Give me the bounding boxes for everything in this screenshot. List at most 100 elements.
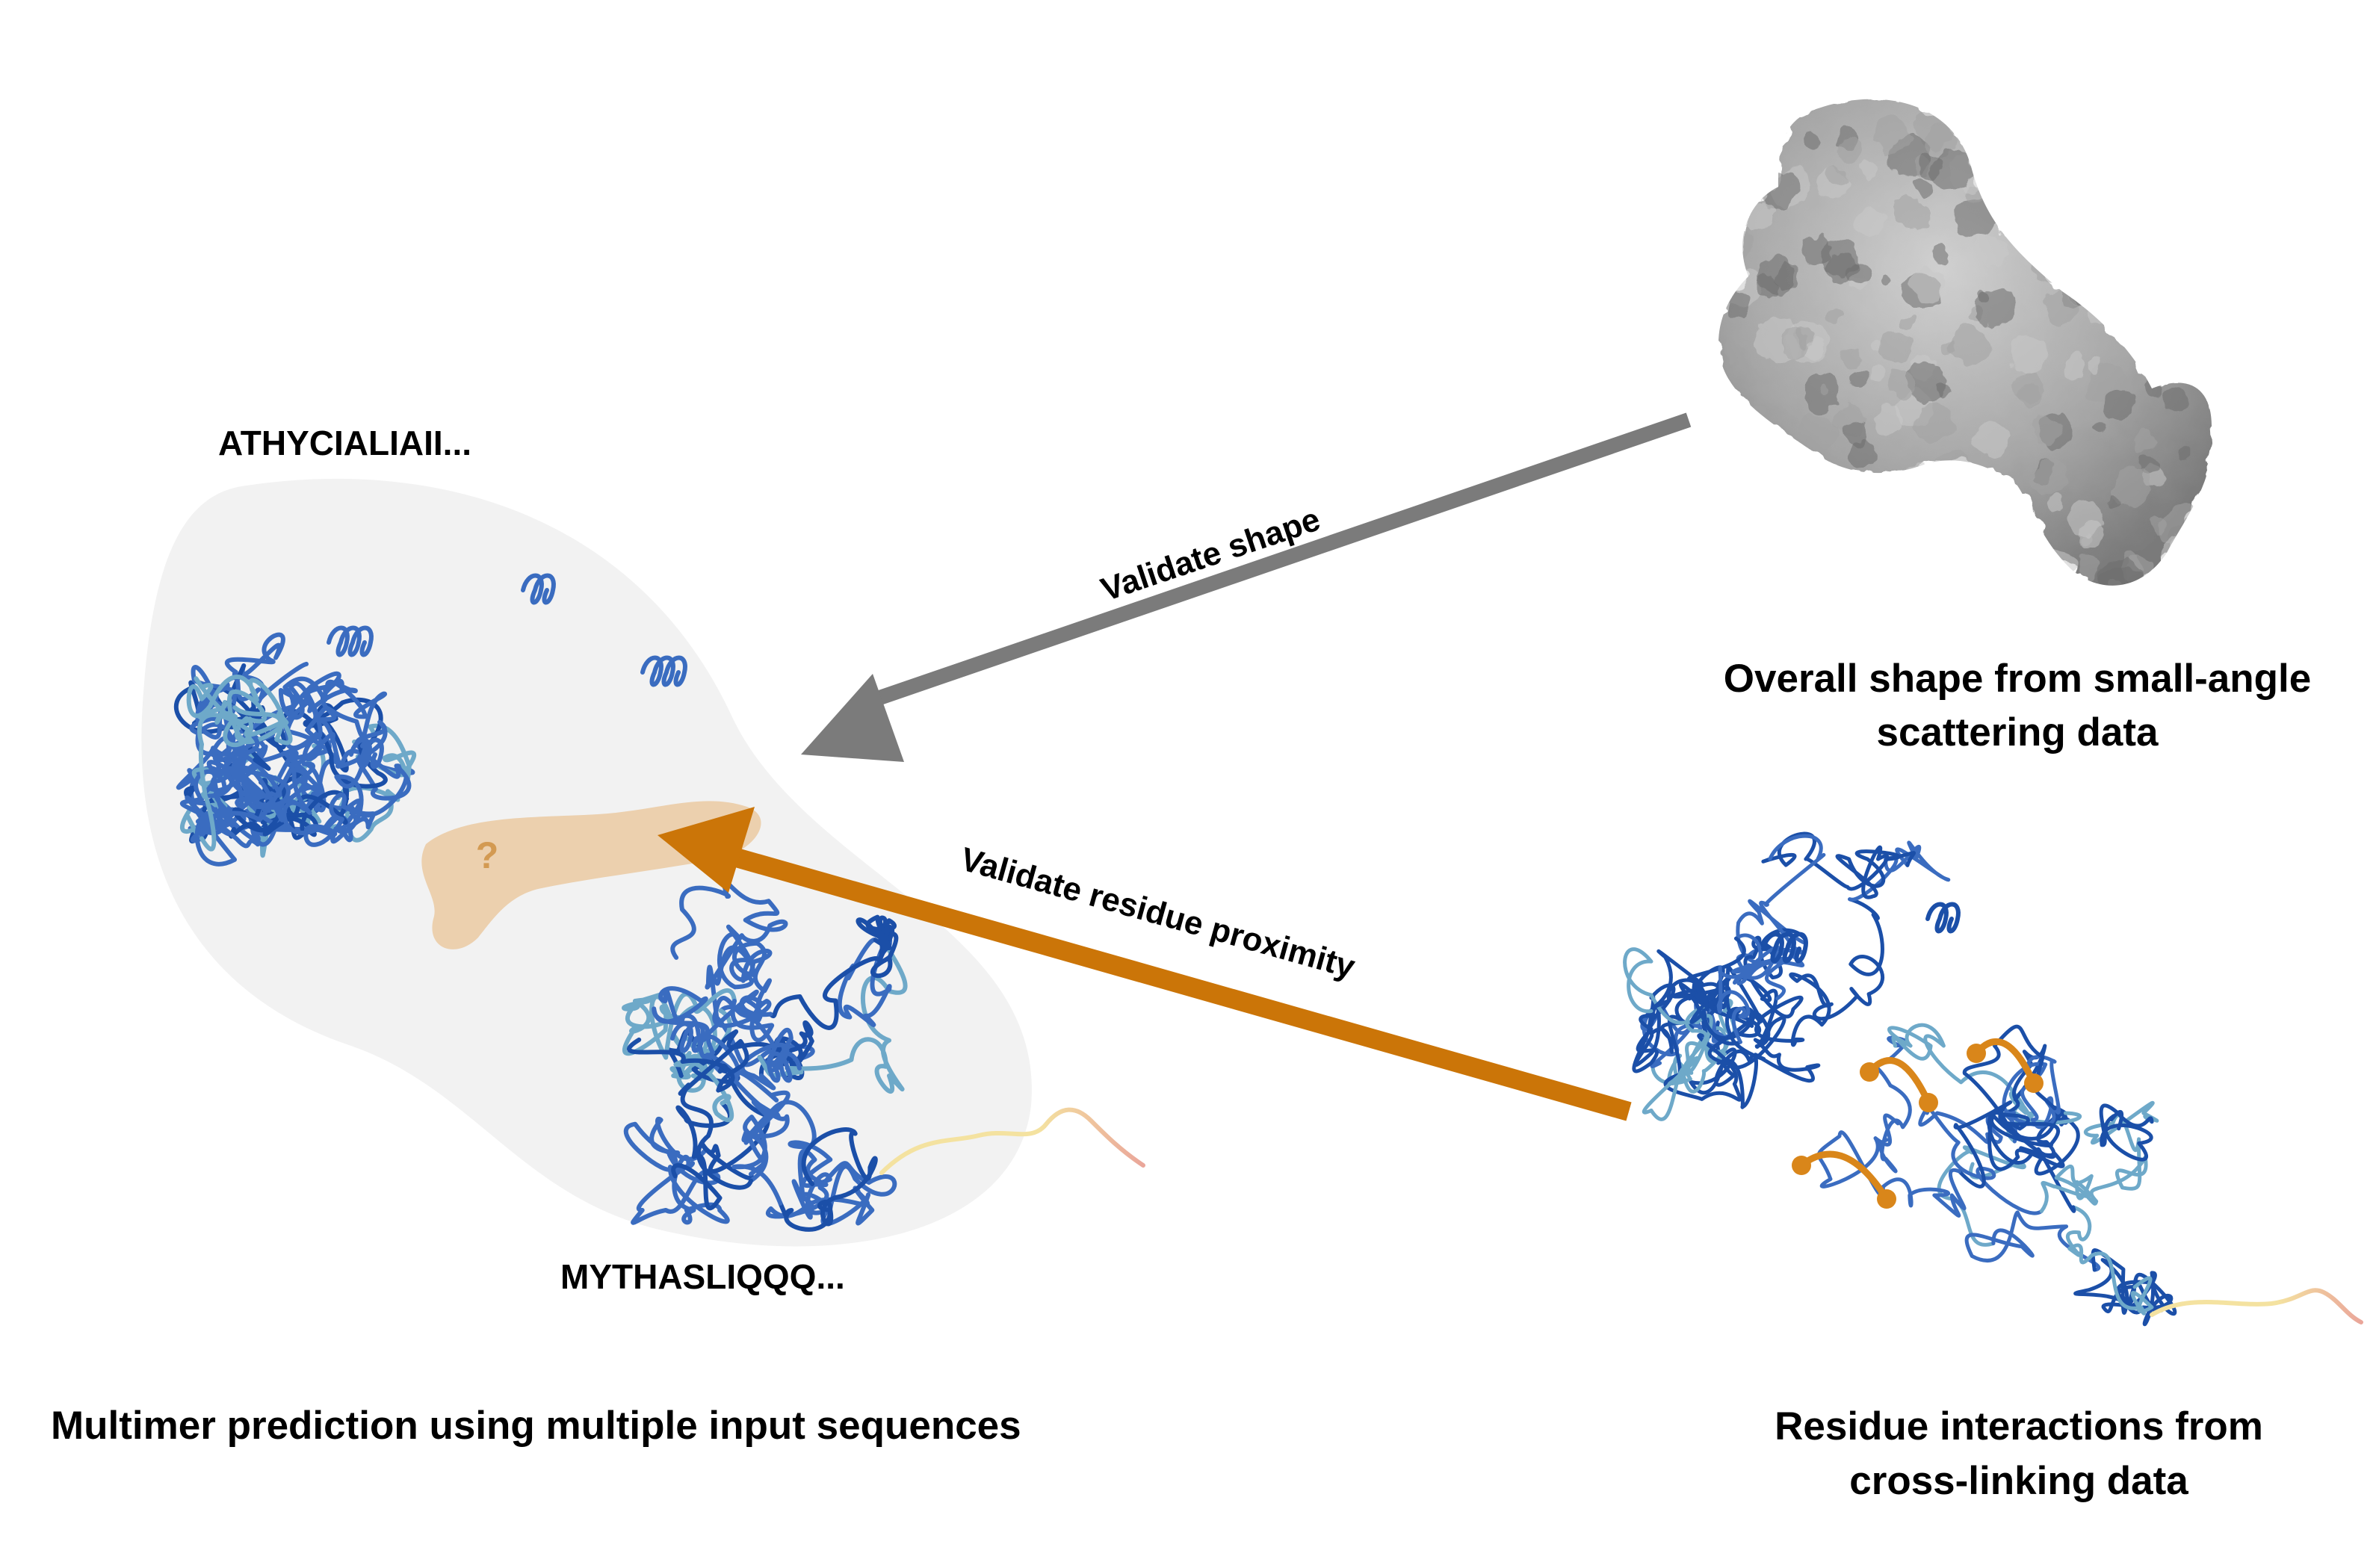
backbone-segment (282, 732, 338, 837)
backbone-segment (1816, 1113, 1900, 1197)
surface-bump (1723, 228, 1753, 258)
surface-bump (1758, 509, 1781, 533)
backbone-segment (1632, 983, 1676, 1073)
crosslink-arc (1799, 1150, 1890, 1201)
surface-bump (1909, 485, 1924, 500)
surface-bump (2037, 548, 2074, 585)
surface-bump (2070, 171, 2093, 193)
surface-bump (1828, 253, 1857, 282)
surface-bump (1779, 328, 1810, 359)
surface-bump (1729, 554, 1761, 586)
surface-bump (2034, 198, 2068, 232)
surface-bump (1816, 524, 1844, 552)
crosslink-residue-dot (1967, 1044, 1986, 1063)
surface-bump (2061, 356, 2084, 378)
backbone-segment (1964, 1210, 2101, 1272)
backbone-segment (622, 999, 734, 1123)
helix-segment (349, 737, 384, 769)
backbone-segment (766, 1148, 871, 1220)
orange-arrow-head (658, 807, 755, 893)
surface-bump (1796, 509, 1831, 544)
backbone-segment (206, 734, 309, 811)
multimer-caption: Multimer prediction using multiple input… (51, 1404, 1021, 1448)
backbone-segment (1789, 897, 1885, 1027)
surface-bump (1775, 264, 1800, 289)
backbone-segment (1887, 1023, 2019, 1113)
surface-bump (1839, 420, 1868, 448)
orange-arrow-shaft (726, 846, 1632, 1121)
backbone-segment (209, 777, 288, 831)
surface-bump (1837, 137, 1863, 164)
helix-segment (670, 1021, 705, 1053)
surface-bump (1721, 338, 1745, 363)
surface-bump (2080, 227, 2119, 267)
crosslink-caption-line1: Residue interactions from (1775, 1404, 2263, 1448)
surface-bump (2099, 302, 2120, 323)
helix-segment (327, 625, 374, 657)
surface-bump (1909, 266, 1946, 303)
surface-bump (1897, 508, 1932, 542)
interface-question-mark: ? (476, 834, 499, 876)
backbone-segment (778, 1127, 878, 1232)
surface-bump (2044, 291, 2078, 324)
surface-bump (1751, 99, 1788, 136)
backbone-segment (699, 1064, 770, 1180)
surface-bump (2064, 208, 2079, 223)
surface-bump (1931, 149, 1973, 191)
crosslink-markers (1792, 1038, 2044, 1209)
surface-bump (2013, 371, 2044, 403)
surface-bump (1975, 285, 2017, 327)
surface-bump (1860, 161, 1877, 178)
molecular-surface-model (1718, 99, 2213, 586)
surface-bump (1941, 549, 1986, 586)
surface-bump (2159, 504, 2203, 548)
surface-bump (1977, 111, 2020, 154)
surface-bump (1880, 332, 1911, 364)
surface-bump (2105, 391, 2134, 420)
backbone-segment (1761, 831, 1890, 891)
backbone-segment (288, 679, 388, 740)
surface-bump (2068, 499, 2106, 536)
backbone-segment (2073, 1258, 2174, 1315)
backbone-segment (225, 632, 309, 704)
surface-bump (2054, 129, 2076, 150)
backbone-segment (197, 675, 286, 852)
crosslink-residue-dot (1792, 1156, 1811, 1175)
backbone-segment (1653, 949, 1742, 1046)
crosslink-panel: Residue interactions from cross-linking … (1623, 831, 2363, 1503)
backbone-segment (702, 989, 775, 1043)
surface-bump (2032, 254, 2061, 283)
surface-bump (1953, 199, 1993, 239)
protein-ribbon-chain-a (173, 573, 687, 867)
surface-bump (1973, 233, 2008, 268)
surface-bump (2098, 567, 2144, 586)
surface-bump (1765, 459, 1787, 483)
surface-bump (1883, 275, 1896, 287)
surface-bump (2155, 163, 2197, 205)
surface-bump (2163, 388, 2185, 411)
surface-bump (1965, 565, 1980, 579)
surface-bump (1954, 487, 1972, 505)
crosslink-residue-dot (1877, 1189, 1896, 1209)
surface-bump (2111, 205, 2134, 228)
surface-bump (2112, 467, 2154, 509)
validate-residue-proximity-label: Validate residue proximity (956, 840, 1359, 985)
saxs-caption-line2: scattering data (1876, 710, 2159, 754)
backbone-segment (1835, 845, 1916, 899)
backbone-segment (670, 878, 788, 960)
surface-bump (1857, 208, 1885, 237)
disordered-tail (879, 1107, 1145, 1175)
surface-bump (1931, 449, 1970, 488)
surface-bump (1867, 365, 1884, 382)
surface-bump (2070, 139, 2094, 163)
surface-bump (1934, 247, 1949, 261)
surface-bump (1827, 167, 1846, 185)
surface-bump (1924, 124, 1958, 158)
surface-bump (2009, 336, 2046, 373)
surface-bump (1951, 533, 1989, 571)
validate-shape-arrow: Validate shape (801, 412, 1692, 762)
backbone-segment (1716, 956, 1790, 1044)
surface-bump (2049, 124, 2075, 150)
protein-ribbon-chain-b (622, 878, 908, 1232)
crosslink-arc (1866, 1057, 1932, 1104)
